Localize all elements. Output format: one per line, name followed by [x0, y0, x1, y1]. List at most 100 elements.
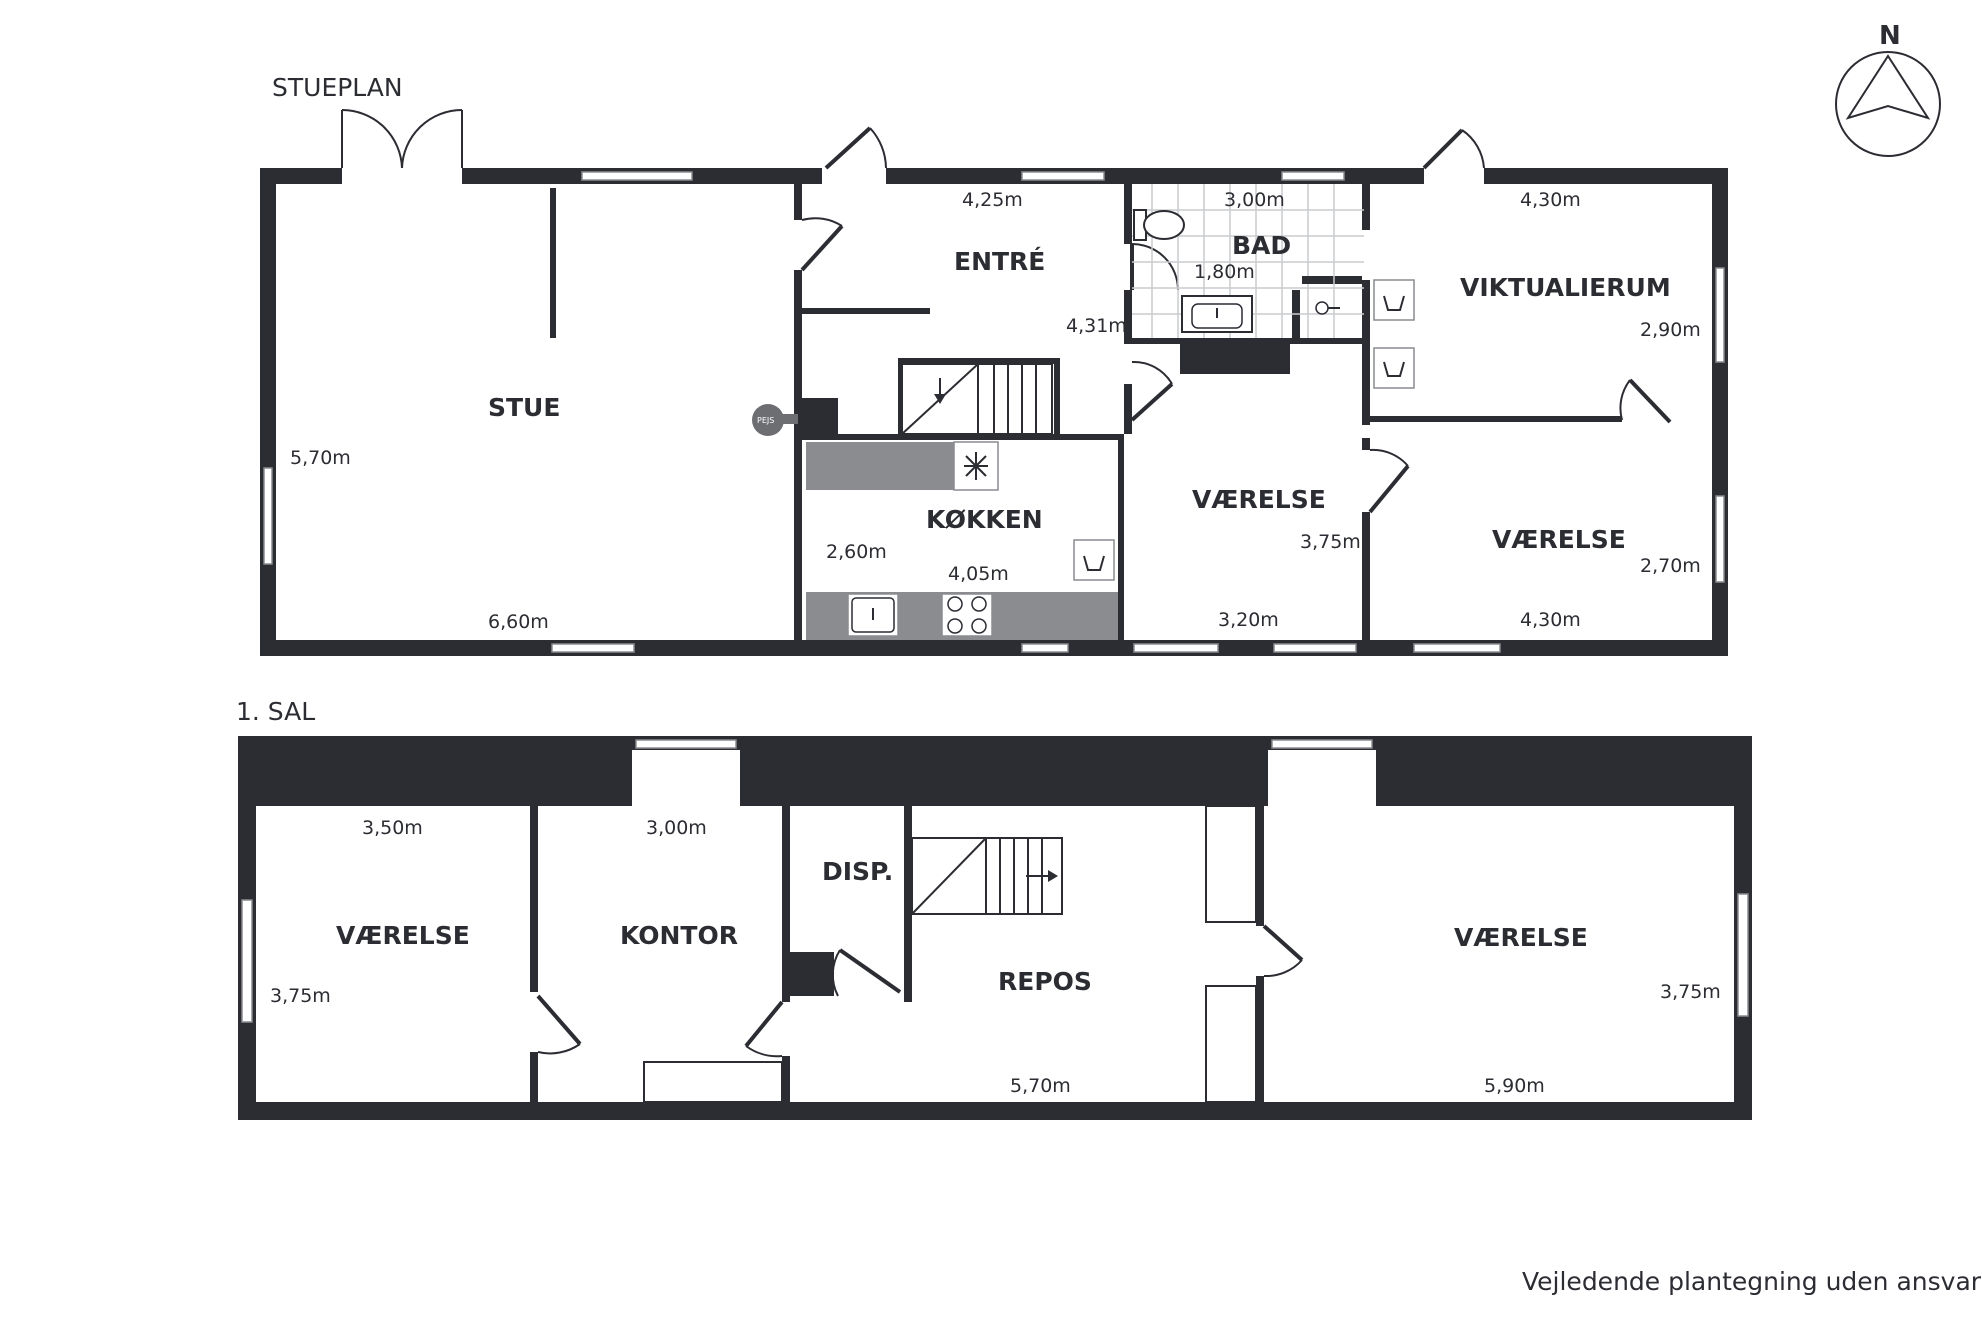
- disclaimer-text: Vejledende plantegning uden ansvar: [1522, 1267, 1982, 1296]
- wall: [802, 434, 1124, 440]
- dim-stue-height: 5,70m: [290, 447, 351, 469]
- window: [551, 643, 635, 653]
- window: [1737, 893, 1749, 1017]
- compass-north-label: N: [1879, 21, 1901, 51]
- entre-bad-door: [1130, 243, 1179, 291]
- toilet-icon: [1133, 209, 1185, 241]
- window: [1281, 171, 1345, 181]
- wall: [238, 1102, 1752, 1120]
- wall: [1124, 184, 1132, 244]
- built-in-cabinet: [643, 1061, 783, 1103]
- window: [1021, 643, 1069, 653]
- wall: [1362, 280, 1370, 425]
- window: [1021, 171, 1105, 181]
- fireplace-label: PEJS: [757, 416, 774, 425]
- staircase: [901, 363, 1053, 435]
- dim-vaerelse-mid-height: 3,75m: [1300, 531, 1361, 553]
- dim-koekken-width: 4,05m: [948, 563, 1009, 585]
- dim-vaerelse-left-width: 3,50m: [362, 817, 423, 839]
- window: [241, 899, 253, 1023]
- window: [581, 171, 693, 181]
- shower-icon: [1302, 276, 1340, 315]
- wall: [802, 398, 838, 438]
- wall: [1054, 358, 1060, 438]
- wall: [260, 640, 1728, 656]
- dim-stue-width: 6,60m: [488, 611, 549, 633]
- vaerelse-door: [1368, 448, 1410, 514]
- wall: [260, 168, 342, 184]
- dim-koekken-height: 2,60m: [826, 541, 887, 563]
- dim-vikt-width: 4,30m: [1520, 189, 1581, 211]
- roof-slope: [740, 736, 1268, 806]
- wall: [1118, 434, 1124, 640]
- entre-vaerelse-door: [1130, 360, 1174, 422]
- wall: [794, 270, 802, 640]
- dim-vaerelse-right-height: 3,75m: [1660, 981, 1721, 1003]
- ground-floor-label: STUEPLAN: [272, 73, 403, 102]
- freezer-icon: [964, 452, 988, 480]
- room-vaerelse-ground-mid: VÆRELSE: [1192, 485, 1326, 514]
- room-viktualierum: VIKTUALIERUM: [1460, 273, 1671, 302]
- vikt-inner-door: [1619, 378, 1672, 424]
- wall: [1322, 276, 1362, 284]
- kontor-door: [744, 1000, 784, 1058]
- wall: [550, 188, 556, 338]
- window: [1413, 643, 1501, 653]
- upper-floor-label: 1. SAL: [236, 697, 315, 726]
- dim-kontor-width: 3,00m: [646, 817, 707, 839]
- wall: [530, 1052, 538, 1102]
- wall: [898, 358, 1060, 364]
- upper-floor: 1. SAL: [236, 697, 1752, 1120]
- wall: [790, 952, 834, 996]
- wall: [1362, 184, 1370, 230]
- chimney-shaft: [1205, 805, 1257, 923]
- disp-door: [831, 948, 902, 997]
- room-kontor: KONTOR: [620, 921, 738, 950]
- roof-slope: [238, 736, 632, 806]
- vikt-door: [1422, 128, 1485, 170]
- window: [1271, 739, 1373, 749]
- compass-arrow-icon: [1845, 54, 1931, 120]
- wall: [782, 806, 790, 1002]
- wall: [1292, 290, 1300, 344]
- wall: [782, 1056, 790, 1102]
- room-koekken: KØKKEN: [926, 505, 1043, 534]
- room-disp: DISP.: [822, 857, 893, 886]
- entre-stue-door: [800, 217, 844, 272]
- fireplace-icon: PEJS: [752, 404, 798, 436]
- room-vaerelse-ground-right: VÆRELSE: [1492, 525, 1626, 554]
- wall: [1180, 344, 1290, 374]
- window: [1133, 643, 1219, 653]
- wall: [1256, 976, 1264, 1102]
- north-compass: N: [1835, 21, 1941, 157]
- window: [1715, 495, 1725, 583]
- room-bad: BAD: [1232, 231, 1291, 260]
- wall: [530, 806, 538, 992]
- room-stue: STUE: [488, 393, 560, 422]
- window: [635, 739, 737, 749]
- dim-vaerelse-right-width: 4,30m: [1520, 609, 1581, 631]
- dim-bad-height: 1,80m: [1194, 261, 1255, 283]
- room-repos: REPOS: [998, 967, 1092, 996]
- dishwasher-icon: [1073, 539, 1115, 581]
- wall: [802, 308, 930, 314]
- ground-floor: STUEPLAN: [260, 73, 1728, 656]
- room-vaerelse-upper-right: VÆRELSE: [1454, 923, 1588, 952]
- terrace-door: [341, 109, 463, 169]
- vaerelse-right-door: [1262, 924, 1304, 978]
- room-vaerelse-upper-left: VÆRELSE: [336, 921, 470, 950]
- vaerelse-left-door: [536, 994, 582, 1055]
- dryer-icon: [1373, 347, 1415, 389]
- window: [1715, 267, 1725, 363]
- dim-vikt-height: 2,90m: [1640, 319, 1701, 341]
- dim-vaerelse-mid-width: 3,20m: [1218, 609, 1279, 631]
- kitchen-sink-icon: [851, 597, 895, 633]
- wall: [1256, 806, 1264, 926]
- room-entre: ENTRÉ: [954, 247, 1045, 276]
- dim-vaerelse-right-width: 5,90m: [1484, 1075, 1545, 1097]
- wall: [260, 168, 276, 656]
- wall: [1712, 168, 1728, 656]
- dim-bad-width: 3,00m: [1224, 189, 1285, 211]
- washing-machine-icon: [1373, 279, 1415, 321]
